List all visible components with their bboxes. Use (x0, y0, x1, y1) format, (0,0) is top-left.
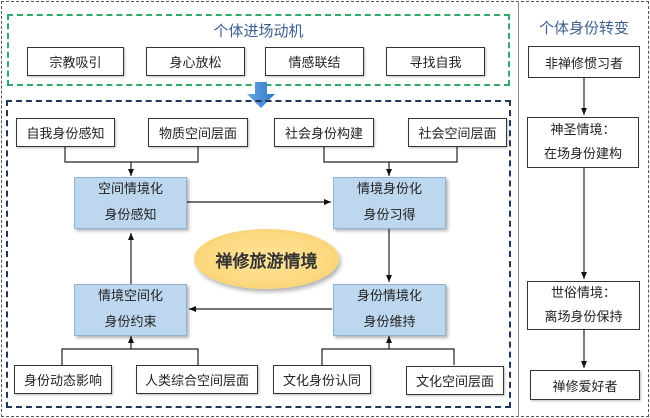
stage-line-2: 身份约束 (104, 315, 157, 330)
input-box: 身份动态影响 (14, 365, 112, 394)
stage-contextual-identification: 情境身份化 身份习得 (333, 177, 446, 229)
stage-line-1: 情境身份化 (356, 182, 422, 197)
transformation-step: 非禅修惯习者 (528, 46, 640, 78)
motivation-item: 身心放松 (146, 47, 245, 76)
stage-line-2: 身份习得 (363, 208, 416, 223)
stage-line-2: 身份感知 (104, 208, 157, 223)
stage-line-1: 身份情境化 (356, 289, 422, 304)
down-arrow-icon (247, 82, 275, 108)
stage-line-1: 空间情境化 (97, 182, 163, 197)
step-line-2: 在场身份建构 (543, 146, 622, 162)
motivation-title: 个体进场动机 (213, 22, 304, 40)
input-box: 物质空间层面 (148, 118, 248, 147)
center-context-ellipse: 禅修旅游情境 (194, 229, 339, 289)
stage-spatial-contextualization: 空间情境化 身份感知 (74, 177, 187, 229)
stage-identity-contextualization: 身份情境化 身份维持 (333, 284, 446, 336)
motivation-item: 寻找自我 (386, 47, 485, 76)
panel-divider (518, 1, 519, 417)
motivation-item: 情感联结 (265, 47, 364, 76)
input-box: 文化空间层面 (406, 366, 504, 395)
step-line-1: 世俗情境： (550, 285, 616, 301)
transformation-step: 神圣情境： 在场身份建构 (527, 117, 639, 168)
transformation-title: 个体身份转变 (538, 19, 629, 37)
input-box: 自我身份感知 (16, 118, 115, 147)
context-model-panel (6, 100, 511, 408)
input-box: 文化身份认同 (273, 365, 371, 394)
transformation-step: 禅修爱好者 (530, 370, 640, 400)
input-box: 社会空间层面 (408, 118, 507, 147)
transformation-step: 世俗情境： 离场身份保持 (527, 281, 640, 330)
step-line-2: 离场身份保持 (544, 309, 623, 325)
stage-line-1: 情境空间化 (97, 289, 163, 304)
input-box: 社会身份构建 (274, 118, 374, 147)
stage-line-2: 身份维持 (363, 315, 416, 330)
motivation-item: 宗教吸引 (27, 47, 124, 76)
input-box: 人类综合空间层面 (136, 365, 258, 394)
stage-contextual-spatialization: 情境空间化 身份约束 (74, 284, 187, 336)
step-line-1: 神圣情境： (550, 122, 616, 138)
